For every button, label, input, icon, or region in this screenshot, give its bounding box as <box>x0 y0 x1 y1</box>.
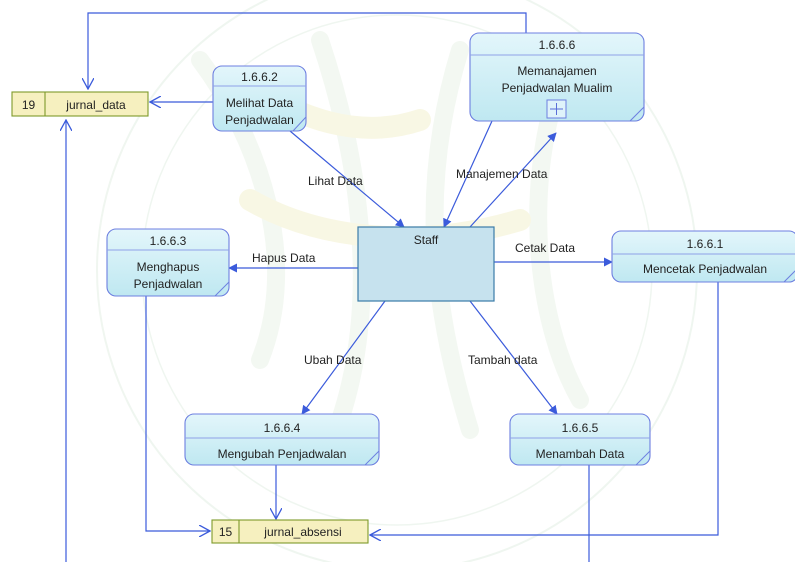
flow-delete-to-jurnal-absensi <box>145 296 210 531</box>
process-name-line1: Mencetak Penjadwalan <box>643 262 767 276</box>
datastore-name: jurnal_data <box>65 98 126 112</box>
process-1-6-6-6[interactable]: 1.6.6.6 Memanajamen Penjadwalan Mualim <box>469 32 645 122</box>
flow-label-ubah: Ubah Data <box>304 353 362 367</box>
flow-ubah <box>301 300 386 415</box>
flow-manajemen-down <box>443 120 493 228</box>
process-id: 1.6.6.3 <box>150 234 187 248</box>
process-1-6-6-5[interactable]: 1.6.6.5 Menambah Data <box>509 413 651 466</box>
process-id: 1.6.6.5 <box>562 421 599 435</box>
process-name-line2: Penjadwalan Mualim <box>502 81 613 95</box>
flow-manage-to-jurnal-data <box>88 12 527 89</box>
datastore-number: 15 <box>219 525 233 539</box>
entity-staff-label: Staff <box>414 233 439 247</box>
process-name-line2: Penjadwalan <box>225 113 294 127</box>
flow-label-tambah: Tambah data <box>468 353 538 367</box>
process-name-line1: Menghapus <box>137 260 200 274</box>
process-1-6-6-3[interactable]: 1.6.6.3 Menghapus Penjadwalan <box>106 228 230 297</box>
flow-lihat <box>289 130 405 228</box>
datastore-number: 19 <box>22 98 36 112</box>
datastore-jurnal-absensi[interactable]: 15 jurnal_absensi <box>211 519 369 544</box>
flow-label-lihat: Lihat Data <box>308 174 363 188</box>
datastore-jurnal-data[interactable]: 19 jurnal_data <box>11 91 149 117</box>
process-name-line1: Mengubah Penjadwalan <box>218 447 347 461</box>
plus-icon[interactable] <box>546 99 567 119</box>
process-id: 1.6.6.4 <box>264 421 301 435</box>
staff-flows <box>228 120 613 415</box>
process-name-line1: Memanajamen <box>517 64 596 78</box>
datastore-name: jurnal_absensi <box>263 525 341 539</box>
flow-label-cetak: Cetak Data <box>515 241 575 255</box>
process-1-6-6-4[interactable]: 1.6.6.4 Mengubah Penjadwalan <box>184 413 380 466</box>
flow-label-group: Lihat Data Manajemen Data Hapus Data Cet… <box>252 167 575 367</box>
process-id: 1.6.6.2 <box>241 70 278 84</box>
flow-print-to-jurnal-absensi <box>370 282 719 535</box>
process-id: 1.6.6.1 <box>687 237 724 251</box>
process-1-6-6-2[interactable]: 1.6.6.2 Melihat Data Penjadwalan <box>212 65 307 132</box>
flow-lines <box>66 12 719 562</box>
process-1-6-6-1[interactable]: 1.6.6.1 Mencetak Penjadwalan <box>611 230 795 283</box>
process-name-line2: Penjadwalan <box>134 277 203 291</box>
flow-label-manajemen: Manajemen Data <box>456 167 548 181</box>
entity-staff[interactable]: Staff <box>357 226 495 302</box>
process-id: 1.6.6.6 <box>539 38 576 52</box>
flow-tambah <box>469 300 558 415</box>
flow-manajemen-up <box>469 132 557 228</box>
process-name-line1: Melihat Data <box>226 96 294 110</box>
process-name-line1: Menambah Data <box>536 447 625 461</box>
flow-label-hapus: Hapus Data <box>252 251 316 265</box>
